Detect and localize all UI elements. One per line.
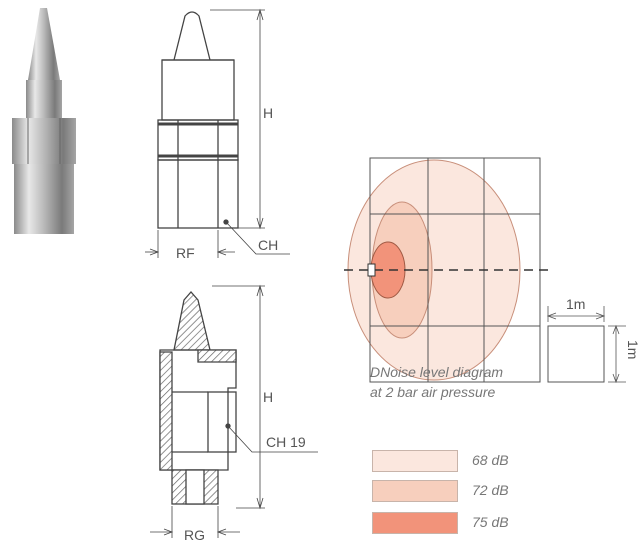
legend-item-72db: 72 dB [372,480,612,502]
legend-label: 75 dB [472,514,509,530]
legend-label: 72 dB [472,482,509,498]
noise-level-diagram [344,157,548,383]
legend-item-75db: 75 dB [372,512,612,534]
dim-label-ch: CH [258,237,278,253]
dim-label-h-bottom: H [263,389,273,405]
nozzle-marker [367,263,376,277]
dim-label-rf: RF [176,245,195,261]
nozzle-drawing-bottom [150,284,318,538]
legend-swatch [372,480,458,502]
dim-label-h-top: H [263,105,273,121]
scale-square [546,306,626,384]
diagram-caption: DNoise level diagram at 2 bar air pressu… [370,362,503,402]
scale-label-width: 1m [566,296,585,312]
dim-label-ch19: CH 19 [266,434,306,450]
nozzle-drawing-top [145,8,290,258]
nozzle-photo [12,8,76,234]
legend-swatch [372,512,458,534]
caption-line-2: at 2 bar air pressure [370,384,496,400]
legend-label: 68 dB [472,452,509,468]
dim-label-rg: RG [184,527,205,542]
caption-line-1: DNoise level diagram [370,364,504,380]
scale-label-height: 1m [625,340,638,359]
legend-swatch [372,450,458,472]
legend-item-68db: 68 dB [372,450,612,472]
